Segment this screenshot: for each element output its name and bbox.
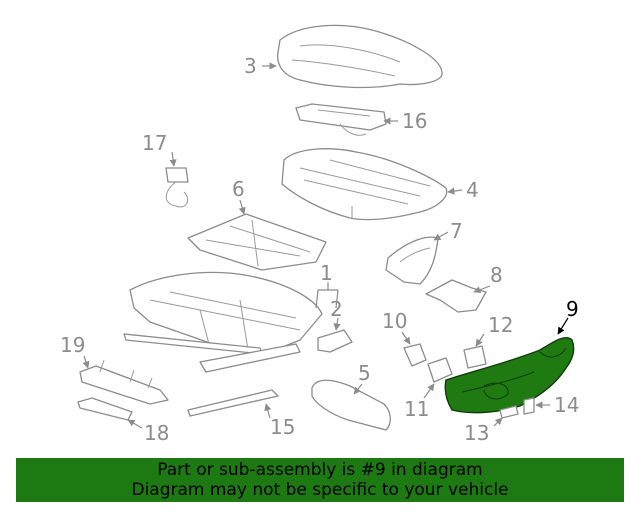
callout-18: 18 <box>144 421 169 445</box>
part-11-switch-bezel <box>427 357 453 383</box>
part-3-cushion-pad <box>277 24 443 89</box>
part-6-frame-support <box>187 213 327 271</box>
banner-line-disclaimer: Diagram may not be specific to your vehi… <box>131 480 509 500</box>
leader-15 <box>264 403 272 419</box>
banner-line-part: Part or sub-assembly is #9 in diagram <box>157 460 483 480</box>
callout-8: 8 <box>490 263 503 287</box>
leader-12 <box>475 333 485 347</box>
leader-10 <box>401 331 411 345</box>
leader-11 <box>423 383 435 399</box>
leader-1 <box>315 282 339 309</box>
leader-13 <box>493 417 503 427</box>
part-13-clip <box>499 405 519 419</box>
callout-16: 16 <box>402 109 427 133</box>
callout-5: 5 <box>358 361 371 385</box>
leader-19 <box>82 355 90 369</box>
callout-12: 12 <box>488 313 513 337</box>
leader-7 <box>433 231 449 241</box>
part-notice-banner: Part or sub-assembly is #9 in diagram Di… <box>16 458 624 502</box>
part-9-outer-side-shield <box>444 336 575 414</box>
part-19-track <box>79 359 169 405</box>
part-1-seat-adjuster <box>123 271 323 373</box>
callout-4: 4 <box>466 178 479 202</box>
part-14-clip <box>523 397 535 415</box>
leader-2 <box>333 317 341 331</box>
callout-14: 14 <box>554 393 579 417</box>
callout-1: 1 <box>320 261 333 285</box>
leader-5 <box>353 383 363 395</box>
callout-10: 10 <box>382 309 407 333</box>
leader-8 <box>473 285 491 294</box>
leader-18 <box>127 419 143 429</box>
part-18-track-cover <box>77 397 133 421</box>
callout-2: 2 <box>330 297 343 321</box>
part-16-sensor-bracket <box>295 103 387 136</box>
callout-19: 19 <box>60 333 85 357</box>
part-2-motor-actuator <box>317 329 353 353</box>
part-15-trim-strip <box>187 389 279 417</box>
callout-17: 17 <box>142 131 167 155</box>
part-5-side-shield <box>311 379 391 431</box>
part-7-bracket <box>385 236 439 285</box>
leader-17 <box>169 151 177 167</box>
part-17-wire-harness <box>165 167 189 208</box>
callout-11: 11 <box>404 397 429 421</box>
part-10-switch <box>403 343 427 367</box>
callout-3: 3 <box>244 54 257 78</box>
part-8-trim <box>425 279 487 313</box>
callout-13: 13 <box>464 421 489 445</box>
callout-7: 7 <box>450 219 463 243</box>
leader-4 <box>447 187 463 195</box>
part-12-knob <box>463 345 487 369</box>
leader-6 <box>238 199 246 215</box>
part-4-cushion-frame <box>281 148 448 221</box>
callout-9: 9 <box>566 297 579 321</box>
callout-6: 6 <box>232 177 245 201</box>
leader-9 <box>557 317 569 335</box>
callout-15: 15 <box>270 415 295 439</box>
